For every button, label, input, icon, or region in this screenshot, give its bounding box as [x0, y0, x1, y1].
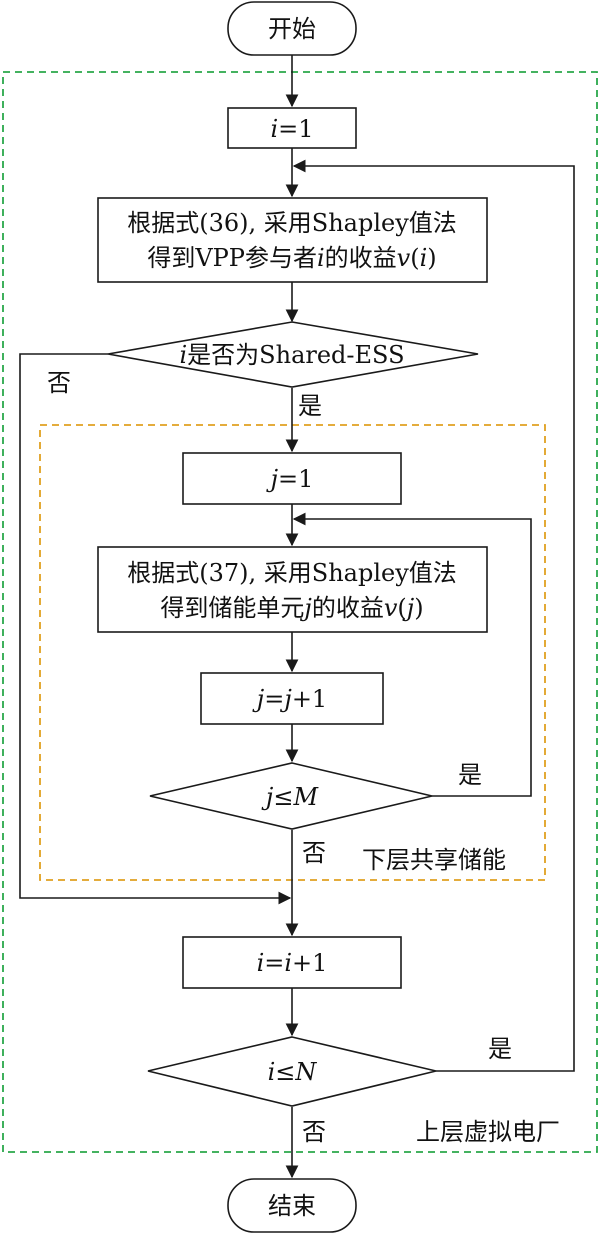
- v-j-line2: 得到储能单元j的收益v(j): [160, 594, 423, 622]
- j-compare-label: j≤M: [261, 783, 320, 811]
- start-label: 开始: [268, 15, 316, 43]
- shared-ess-label: i是否为Shared-ESS: [179, 341, 404, 369]
- start-node: [227, 1, 357, 56]
- i-loop-no-label: 否: [302, 1118, 326, 1146]
- j-loop-no-label: 否: [302, 839, 326, 867]
- edge-check-no: [19, 353, 292, 905]
- j-loop-yes-label: 是: [458, 761, 482, 789]
- shared-ess-decision: [107, 321, 479, 388]
- i-init-box: [227, 107, 357, 149]
- shared-ess-no-label: 否: [47, 369, 71, 397]
- i-inc-box: [182, 936, 402, 989]
- v-i-line1: 根据式(36), 采用Shapley值法: [127, 209, 457, 237]
- i-compare-label: i≤N: [268, 1058, 318, 1086]
- i-init-label: i=1: [270, 115, 313, 143]
- end-node: [227, 1178, 357, 1233]
- edge-j-loop-back: [292, 512, 532, 797]
- i-loop-yes-label: 是: [488, 1035, 512, 1063]
- i-inc-label: i=i+1: [257, 949, 328, 977]
- v-i-line2: 得到VPP参与者i的收益v(i): [147, 244, 436, 272]
- j-compare-decision: [149, 762, 433, 830]
- edge-i-loop-back: [292, 159, 575, 1072]
- v-i-box: [97, 197, 488, 283]
- i-compare-decision: [147, 1036, 437, 1107]
- j-inc-box: [200, 672, 384, 725]
- shared-ess-yes-label: 是: [298, 392, 322, 420]
- v-j-line1: 根据式(37), 采用Shapley值法: [127, 559, 457, 587]
- j-init-label: j=1: [266, 465, 314, 493]
- inner-region-label: 下层共享储能: [362, 846, 506, 874]
- outer-region-border: [2, 71, 598, 1153]
- outer-region-label: 上层虚拟电厂: [416, 1118, 560, 1146]
- j-inc-label: j=j+1: [252, 685, 327, 713]
- j-init-box: [182, 452, 402, 505]
- v-j-box: [97, 546, 488, 633]
- end-label: 结束: [268, 1192, 316, 1220]
